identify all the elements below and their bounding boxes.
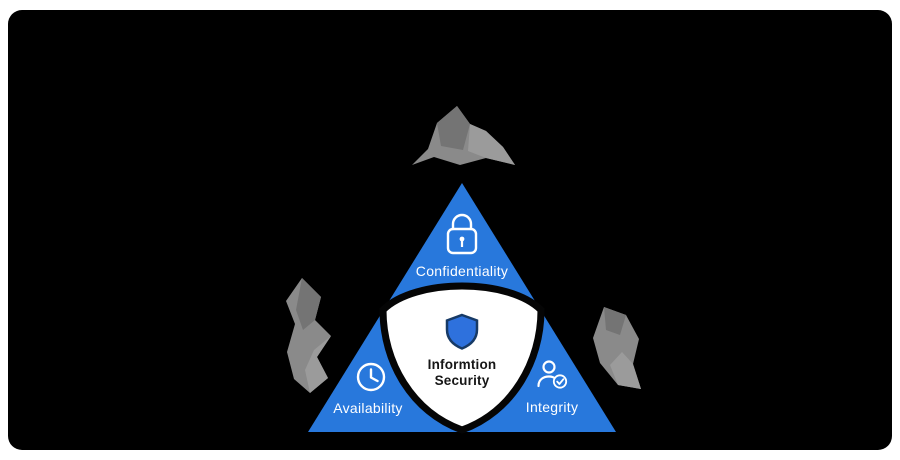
shield-icon [445, 313, 479, 350]
lock-icon [446, 213, 478, 255]
attack-shape-right [593, 307, 641, 389]
integrity-label: Integrity [525, 399, 579, 415]
attack-shape-left [286, 278, 331, 393]
center-title-line2: Security [434, 373, 490, 388]
center-title: Informtion Security [428, 357, 497, 389]
center-title-line1: Informtion [427, 357, 497, 372]
center-badge [379, 282, 545, 434]
confidentiality-label: Confidentiality [415, 263, 509, 279]
attack-shape-top [412, 106, 515, 165]
availability-label: Availability [333, 400, 403, 416]
clock-icon [356, 362, 386, 392]
user-check-icon [537, 360, 568, 389]
